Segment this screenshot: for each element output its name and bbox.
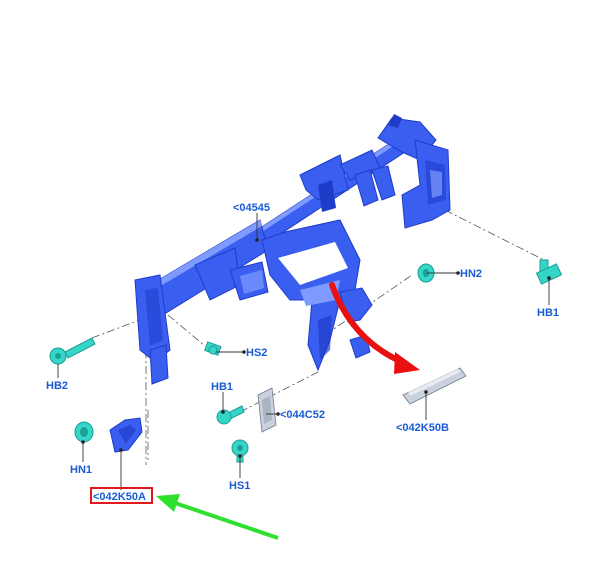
strip-042k50b <box>402 367 467 405</box>
label-hs2: HS2 <box>246 347 267 359</box>
label-hb1-center: HB1 <box>211 381 233 393</box>
bracket-044c52 <box>257 387 277 433</box>
label-hn1: HN1 <box>70 464 92 476</box>
screw-icon <box>204 341 222 356</box>
label-044c52: <044C52 <box>280 409 325 421</box>
label-hs1: HS1 <box>229 480 250 492</box>
screw-icon <box>231 439 249 463</box>
curved-arrow-icon <box>329 282 420 374</box>
fasteners <box>49 259 563 463</box>
label-042k50a: <042K50A <box>93 491 146 503</box>
nut-icon <box>74 421 94 443</box>
bolt-icon <box>535 259 563 285</box>
label-042k50b: <042K50B <box>396 422 449 434</box>
highlight-box <box>90 487 153 504</box>
label-04545: <04545 <box>233 202 270 214</box>
part-labels: <04545 HN2 HB1 HS2 HB2 HB1 <044C52 <042K… <box>46 202 559 503</box>
label-hb2: HB2 <box>46 380 68 392</box>
label-hb1-right: HB1 <box>537 307 559 319</box>
bolt-icon <box>216 405 245 425</box>
cross-car-beam <box>134 114 451 385</box>
bolt-icon <box>49 337 96 365</box>
bracket-042k50a <box>109 417 143 453</box>
label-hn2: HN2 <box>460 268 482 280</box>
pointer-arrow-icon <box>156 494 279 540</box>
leader-dots <box>81 238 551 458</box>
leader-lines <box>57 213 550 490</box>
